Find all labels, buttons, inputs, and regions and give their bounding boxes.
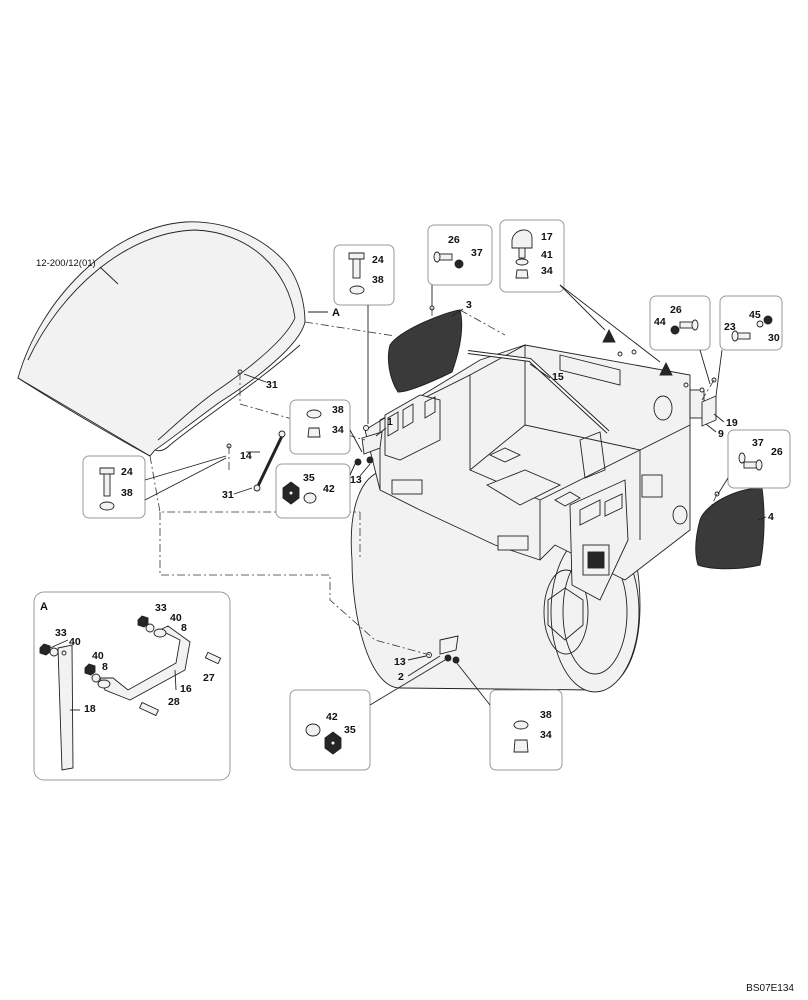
callout-number: 23 — [724, 321, 736, 333]
callout-box-38-34-upper: 38 34 — [289, 399, 363, 455]
grab-bar — [467, 350, 610, 434]
detail-a-panel: A 33 40 8 33 40 40 8 27 16 28 18 — [33, 591, 231, 781]
callout-box-42-35-lower: 42 35 — [289, 659, 446, 771]
callout-14: 14 — [240, 450, 252, 462]
callout-number: 38 — [372, 274, 384, 286]
hood-cover: 12-200/12(01) A — [17, 221, 340, 457]
callout-number: 40 — [170, 612, 182, 624]
callout-number: 16 — [180, 683, 192, 695]
callout-box-35-42-upper: 35 42 — [275, 461, 357, 519]
assembly-lines — [149, 308, 718, 656]
lower-latch — [426, 635, 460, 664]
buffer — [659, 361, 673, 376]
callout-number: 45 — [749, 309, 761, 321]
callout-number: 28 — [168, 696, 180, 708]
callout-4: 4 — [768, 511, 774, 523]
gas-strut — [226, 369, 286, 495]
callout-number: 8 — [102, 661, 108, 673]
callout-number: 34 — [332, 424, 344, 436]
callout-number: 38 — [121, 487, 133, 499]
callout-number: 26 — [771, 446, 783, 458]
callout-1: 1 — [387, 416, 393, 428]
hinge-bracket — [701, 395, 717, 427]
buffer — [602, 328, 616, 343]
callout-number: 34 — [541, 265, 553, 277]
callout-box-38-34-lower: 38 34 — [455, 661, 563, 771]
callout-number: 8 — [181, 622, 187, 634]
drawing-code: BS07E134 — [746, 983, 794, 994]
callout-number: 27 — [203, 672, 215, 684]
callout-number: 42 — [323, 483, 335, 495]
callout-number: 40 — [69, 636, 81, 648]
main-callouts: 31 14 31 1 13 3 15 19 9 4 13 2 — [222, 299, 774, 683]
callout-number: 37 — [752, 437, 764, 449]
callout-number: 18 — [84, 703, 96, 715]
callout-number: 30 — [768, 332, 780, 344]
callout-box-26-44: 26 44 — [649, 295, 711, 385]
callout-number: A — [40, 601, 48, 613]
callout-box-24-38: 24 38 — [333, 244, 395, 424]
callout-number: 24 — [372, 254, 384, 266]
callout-13-upper: 13 — [350, 474, 362, 486]
callout-31-lower: 31 — [222, 489, 234, 501]
frame-fasteners — [429, 305, 720, 497]
callout-number: 35 — [303, 472, 315, 484]
callout-13-lower: 13 — [394, 656, 406, 668]
latch-assembly — [354, 425, 383, 466]
callout-number: 26 — [448, 234, 460, 246]
callout-15: 15 — [552, 371, 564, 383]
grille-3 — [387, 309, 463, 393]
callout-number: 26 — [670, 304, 682, 316]
callout-number: 34 — [540, 729, 552, 741]
callout-number: 17 — [541, 231, 553, 243]
callout-number: 33 — [55, 627, 67, 639]
callout-number: 38 — [332, 404, 344, 416]
callout-19: 19 — [726, 417, 738, 429]
grille-4 — [695, 487, 765, 570]
callout-number: 37 — [471, 247, 483, 259]
callout-box-23-45-30: 23 45 30 — [715, 295, 783, 397]
reference-label: 12-200/12(01) — [36, 258, 96, 269]
callout-box-24-38-left: 24 38 — [82, 455, 227, 519]
callout-box-26-37: 26 37 — [427, 224, 493, 306]
callout-31-upper: 31 — [266, 379, 278, 391]
callout-number: 44 — [654, 316, 666, 328]
callout-number: 42 — [326, 711, 338, 723]
callout-2: 2 — [398, 671, 404, 683]
callout-box-17-41-34: 17 41 34 — [499, 219, 661, 363]
callout-box-37-26: 37 26 — [717, 429, 791, 495]
callout-9: 9 — [718, 428, 724, 440]
callout-number: 38 — [540, 709, 552, 721]
callout-number: 35 — [344, 724, 356, 736]
callout-number: 33 — [155, 602, 167, 614]
detail-a-marker: A — [332, 307, 340, 319]
callout-number: 41 — [541, 249, 553, 261]
callout-3: 3 — [466, 299, 472, 311]
callout-number: 40 — [92, 650, 104, 662]
callout-number: 24 — [121, 466, 133, 478]
